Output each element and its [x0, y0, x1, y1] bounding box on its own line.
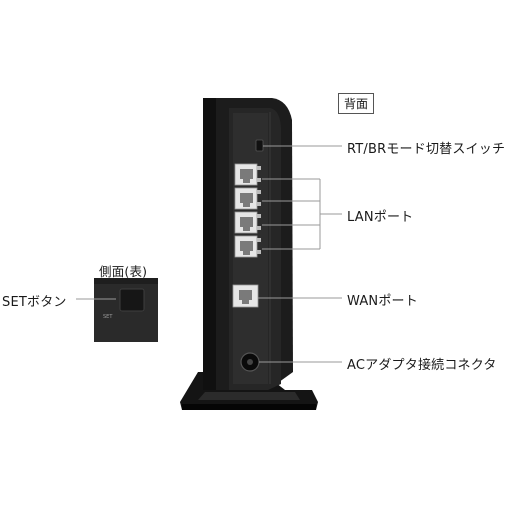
set-button[interactable]: [119, 288, 145, 312]
rear-view-title: 背面: [338, 93, 375, 114]
rt-br-switch-label: RT/BRモード切替スイッチ: [347, 142, 506, 157]
rt-br-switch[interactable]: [255, 139, 264, 152]
side-view-caption: 側面(表): [99, 264, 148, 279]
wan-port[interactable]: [232, 284, 259, 308]
set-button-print: SET: [103, 314, 113, 320]
lan-port-label: LANポート: [347, 210, 414, 225]
ac-adapter-connector[interactable]: [240, 352, 260, 372]
ac-connector-label: ACアダプタ接続コネクタ: [347, 358, 497, 373]
side-view-inset: SET: [94, 278, 158, 342]
wan-port-label: WANポート: [347, 294, 418, 309]
lan-port-group: [234, 163, 261, 258]
set-button-label: SETボタン: [2, 295, 67, 310]
lan-port-1[interactable]: [234, 163, 261, 186]
lan-port-3[interactable]: [234, 211, 261, 234]
lan-port-2[interactable]: [234, 187, 261, 210]
lan-port-4[interactable]: [234, 235, 261, 258]
leader-lines: [76, 145, 342, 363]
